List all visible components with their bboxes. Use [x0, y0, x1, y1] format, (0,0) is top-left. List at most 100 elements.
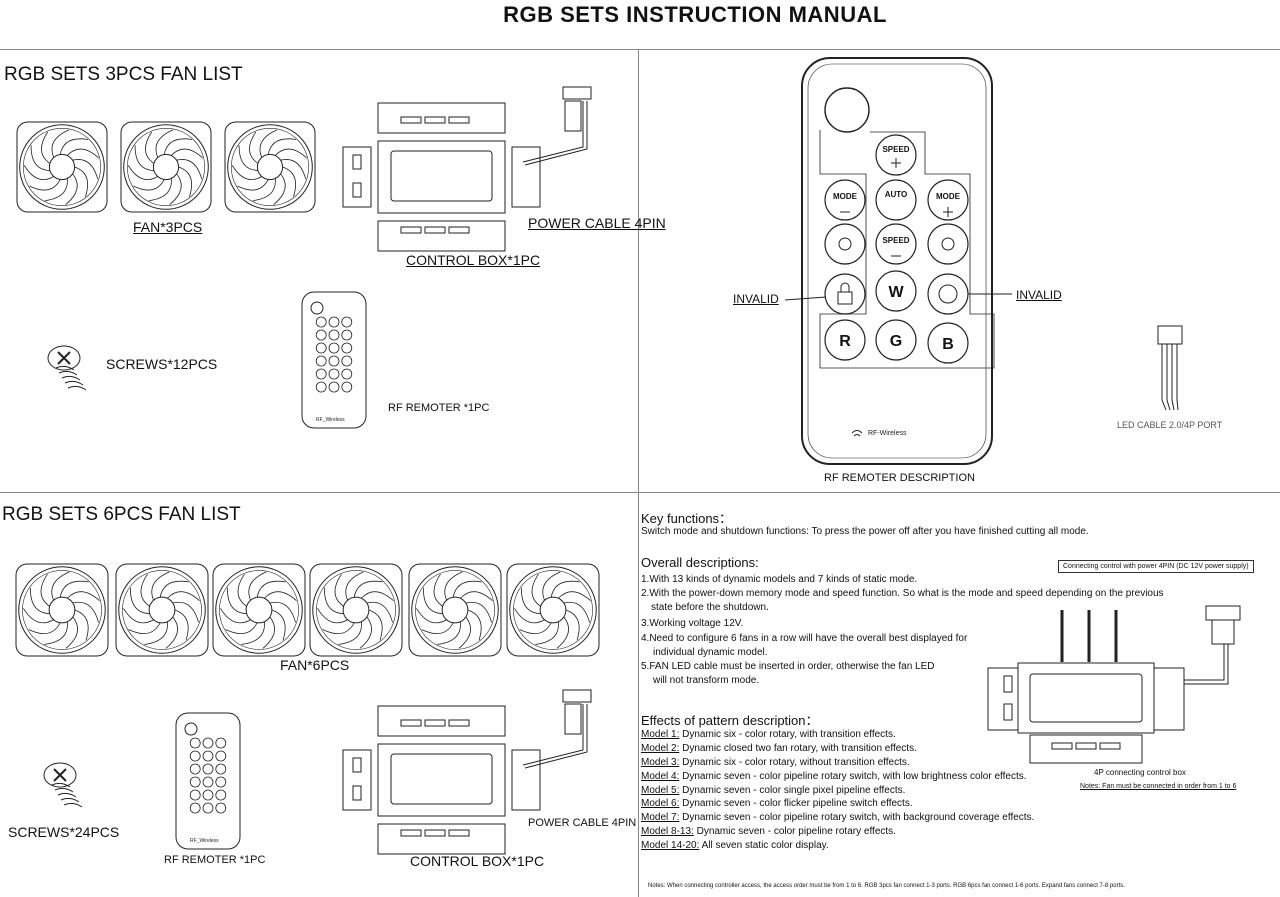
effect-model-key: Model 14-20: [641, 840, 700, 852]
set3-power-label: POWER CABLE 4PIN [528, 215, 666, 231]
power-cable-icon [522, 86, 592, 166]
center-divider [638, 49, 639, 897]
effects-heading: Effects of pattern description： [641, 713, 819, 728]
fan-icon [115, 563, 209, 657]
remote-button-label: SPEED [882, 236, 909, 245]
effect-model-key: Model 6: [641, 798, 680, 810]
effect-model-desc: Dynamic seven - color pipeline rotary ef… [693, 826, 896, 838]
effect-row: Model 8-13: Dynamic seven - color pipeli… [641, 825, 1034, 839]
fan-icon [408, 563, 502, 657]
overall-item: 5.FAN LED cable must be inserted in orde… [641, 661, 935, 672]
left-mid-divider [0, 492, 638, 493]
set3-control-label: CONTROL BOX*1PC [406, 252, 541, 268]
wireless-icon: RF-Wireless [851, 430, 907, 437]
overall-item: 4.Need to configure 6 fans in a row will… [641, 633, 968, 644]
set3-screws-label: SCREWS*12PCS [106, 356, 218, 372]
remote-description: RF REMOTER DESCRIPTION [824, 472, 975, 484]
footer-note: Notes: When connecting controller access… [648, 883, 1125, 889]
effect-row: Model 3: Dynamic six - color rotary, wit… [641, 756, 1034, 770]
invalid-right-label: INVALID [1016, 288, 1062, 302]
effect-row: Model 6: Dynamic seven - color flicker p… [641, 797, 1034, 811]
effect-row: Model 4: Dynamic seven - color pipeline … [641, 770, 1034, 784]
set6-title: RGB SETS 6PCS FAN LIST [2, 504, 241, 525]
remote-button-icon [875, 270, 917, 312]
remote-button-icon [824, 273, 866, 315]
remote-button-label: R [839, 333, 851, 350]
effect-row: Model 1: Dynamic six - color rotary, wit… [641, 728, 1034, 742]
mini-remote-wireless-label: RF_Wireless [190, 838, 219, 844]
remote-button-icon [927, 223, 969, 265]
effect-model-key: Model 4: [641, 770, 680, 782]
control-box [342, 705, 541, 855]
effect-model-desc: Dynamic seven - color pipeline rotary sw… [679, 770, 1027, 782]
remote-button-icon [875, 134, 917, 176]
key-functions-text: Switch mode and shutdown functions: To p… [641, 526, 1089, 537]
screw-icon [47, 345, 87, 391]
overall-item: 2.With the power-down memory mode and sp… [641, 588, 1164, 599]
fan-icon [224, 121, 316, 213]
remote-button-icon [824, 179, 866, 221]
effect-row: Model 2: Dynamic closed two fan rotary, … [641, 742, 1034, 756]
set6-fan-label: FAN*6PCS [280, 657, 350, 673]
led-cable-label: LED CABLE 2.0/4P PORT [1117, 420, 1223, 430]
connect-box-caption: 4P connecting control box [1094, 768, 1186, 777]
set3-remote-label: RF REMOTER *1PC [388, 402, 490, 414]
effect-model-desc: Dynamic seven - color pipeline rotary sw… [679, 812, 1035, 824]
fan-icon [309, 563, 403, 657]
connect-control-box [987, 605, 1241, 764]
effect-model-desc: All seven static color display. [699, 840, 829, 852]
effect-model-key: Model 1: [641, 729, 680, 740]
control-box [342, 102, 541, 252]
effect-row: Model 14-20: All seven static color disp… [641, 839, 1034, 853]
connect-box-label: Connecting control with power 4PIN (DC 1… [1058, 560, 1254, 573]
mini-remote-icon [175, 712, 241, 850]
invalid-left-label: INVALID [733, 292, 779, 306]
set6-remote-label: RF REMOTER *1PC [164, 854, 266, 866]
effect-model-key: Model 5: [641, 784, 680, 796]
set3-title: RGB SETS 3PCS FAN LIST [4, 64, 243, 85]
remote-button-icon [875, 179, 917, 221]
remote-button-label: MODE [833, 192, 858, 201]
remote-wireless-label: RF-Wireless [868, 430, 907, 437]
remote-button-icon [875, 223, 917, 265]
fan-icon [506, 563, 600, 657]
key-functions-heading: Key functions： [641, 511, 733, 526]
effects-list: Model 1: Dynamic six - color rotary, wit… [641, 728, 1034, 853]
screw-icon [43, 762, 83, 808]
effect-model-desc: Dynamic closed two fan rotary, with tran… [679, 742, 917, 754]
effect-model-key: Model 3: [641, 756, 680, 768]
remote-button-icon [927, 179, 969, 221]
set6-control-label: CONTROL BOX*1PC [410, 853, 545, 869]
fan-icon [16, 121, 108, 213]
effect-model-desc: Dynamic seven - color flicker pipeline s… [679, 798, 913, 810]
overall-item: 1.With 13 kinds of dynamic models and 7 … [641, 574, 918, 585]
remote-button-label: AUTO [885, 190, 908, 199]
fan-icon [15, 563, 109, 657]
page-title: RGB SETS INSTRUCTION MANUAL [503, 2, 887, 27]
effect-row: Model 5: Dynamic seven - color single pi… [641, 784, 1034, 798]
mini-remote-wireless-label: RF_Wireless [316, 417, 345, 423]
effect-model-desc: Dynamic six - color rotary, without tran… [679, 756, 910, 768]
remote-button-icon [875, 319, 917, 361]
fan-icon [212, 563, 306, 657]
remote-button-label: W [888, 284, 904, 301]
effect-model-key: Model 7: [641, 812, 680, 824]
remote-button-label: G [890, 333, 902, 350]
set6-power-label: POWER CABLE 4PIN [528, 817, 637, 829]
remote-button-label: MODE [936, 192, 961, 201]
remote-button-icon [927, 322, 969, 364]
overall-item: individual dynamic model. [653, 647, 768, 658]
remote-button-icon [824, 223, 866, 265]
power-cable-icon [522, 689, 592, 769]
overall-heading: Overall descriptions: [641, 555, 759, 570]
remote-button-label: SPEED [882, 145, 909, 154]
remote-button-icon [927, 273, 969, 315]
top-divider [0, 49, 1280, 50]
overall-item: will not transform mode. [653, 675, 760, 686]
remote-button-icon [824, 319, 866, 361]
remote-icon [784, 57, 1012, 465]
effect-model-key: Model 8-13: [641, 826, 694, 838]
effect-model-key: Model 2: [641, 742, 680, 754]
right-mid-divider [638, 492, 1280, 493]
